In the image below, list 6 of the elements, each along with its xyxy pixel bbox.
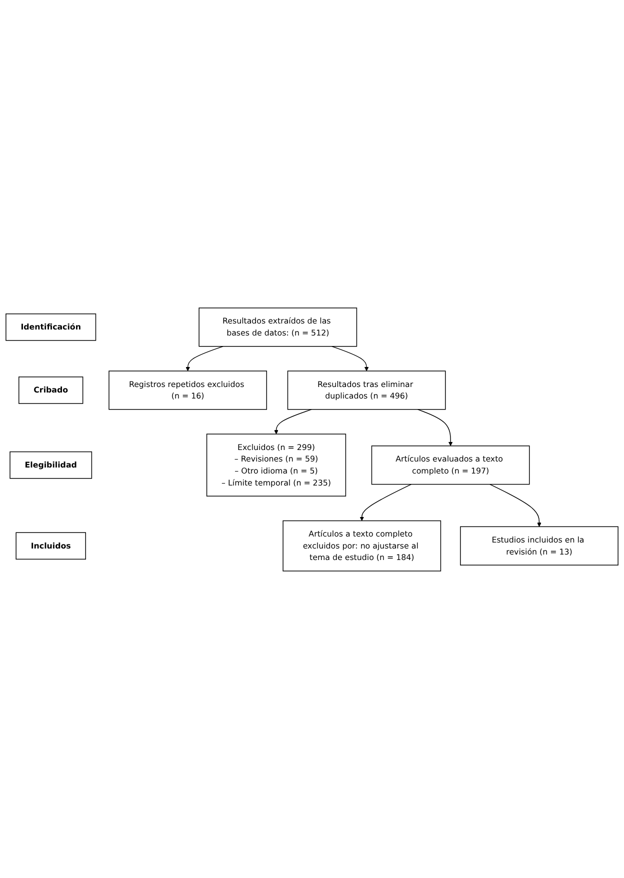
arrow: [332, 346, 369, 371]
arrow: [489, 483, 542, 526]
arrow: [186, 346, 224, 371]
arrow: [274, 408, 312, 434]
arrow: [417, 408, 453, 446]
arrow: [360, 483, 412, 520]
